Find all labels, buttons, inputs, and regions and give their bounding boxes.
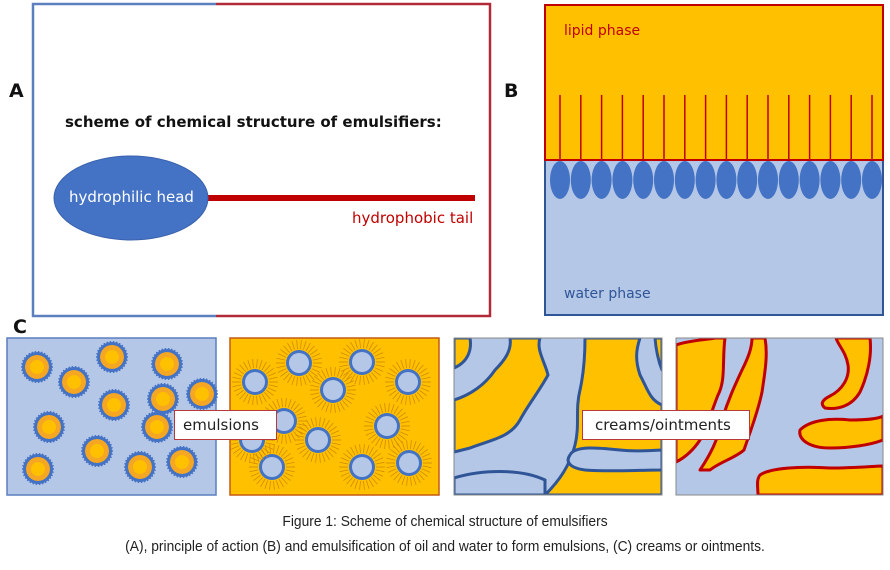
water-phase-label: water phase xyxy=(564,286,651,302)
cream-red-lipid-band-4 xyxy=(798,414,883,450)
emulsifier-head xyxy=(695,161,716,199)
emulsifier-head xyxy=(778,161,799,199)
figure-caption-line-2: (A), principle of action (B) and emulsif… xyxy=(125,538,765,555)
cream-blue-lipid-band-4 xyxy=(653,338,662,372)
emulsifier-head xyxy=(570,161,591,199)
water-droplet xyxy=(232,359,278,405)
oil-droplet xyxy=(58,366,90,398)
emulsifier-head xyxy=(674,161,695,199)
emulsifier-head xyxy=(591,161,612,199)
cream-blue-lipid-band-1 xyxy=(454,338,472,370)
panel-a-letter: A xyxy=(9,80,24,102)
panel-b-letter: B xyxy=(504,80,519,102)
emulsifier-head xyxy=(820,161,841,199)
oil-droplet xyxy=(81,435,113,467)
hydrophobic-tail-label: hydrophobic tail xyxy=(352,209,474,227)
emulsifier-head xyxy=(758,161,778,199)
panel-a-frame-blue xyxy=(31,2,216,318)
water-droplet xyxy=(276,340,322,386)
oil-droplet xyxy=(98,389,130,421)
water-droplet xyxy=(310,367,356,413)
hydrophilic-head-label: hydrophilic head xyxy=(69,188,194,206)
oil-droplet xyxy=(151,348,183,380)
oil-droplet xyxy=(186,378,218,410)
oil-droplet xyxy=(166,446,198,478)
panel-c-letter: C xyxy=(13,316,27,338)
emulsifier-head xyxy=(841,161,862,199)
emulsifier-head xyxy=(716,161,737,199)
water-droplet xyxy=(295,417,341,463)
water-droplet xyxy=(339,339,385,385)
oil-droplet xyxy=(124,451,156,483)
emulsifier-head xyxy=(633,161,654,199)
figure-caption-line-1: Figure 1: Scheme of chemical structure o… xyxy=(282,513,608,530)
water-droplet xyxy=(364,403,410,449)
emulsifier-head xyxy=(654,161,674,199)
oil-droplet xyxy=(21,351,53,383)
cream-red-lipid-band-1 xyxy=(676,338,727,464)
cream-blue-lipid-band-2 xyxy=(454,338,550,454)
oil-droplet xyxy=(141,411,173,443)
emulsifier-head xyxy=(862,161,882,199)
emulsifier-head xyxy=(799,161,820,199)
water-droplet xyxy=(385,359,431,405)
water-droplet xyxy=(386,440,432,486)
cream-red-lipid-band-5 xyxy=(756,464,883,495)
water-droplet xyxy=(249,444,295,490)
cream-red-lipid-band-3 xyxy=(820,338,872,410)
cream-blue-water-pocket xyxy=(566,446,662,473)
cream-red-lipid-band-2 xyxy=(698,338,768,472)
oil-droplet xyxy=(22,453,54,485)
creams-ointments-label: creams/ointments xyxy=(582,410,750,440)
emulsions-label: emulsions xyxy=(174,410,277,440)
emulsifier-head xyxy=(737,161,758,199)
oil-droplet xyxy=(96,341,128,373)
emulsifier-head xyxy=(612,161,633,199)
panel-a-frame-red xyxy=(216,2,492,318)
oil-droplet xyxy=(33,411,65,443)
water-droplet xyxy=(339,444,385,490)
lipid-phase-label: lipid phase xyxy=(564,23,641,39)
cream-blue-water-strip xyxy=(454,470,547,495)
hydrophobic-tail xyxy=(205,195,475,201)
emulsifier-head xyxy=(550,161,570,199)
panel-a-title: scheme of chemical structure of emulsifi… xyxy=(65,113,442,131)
